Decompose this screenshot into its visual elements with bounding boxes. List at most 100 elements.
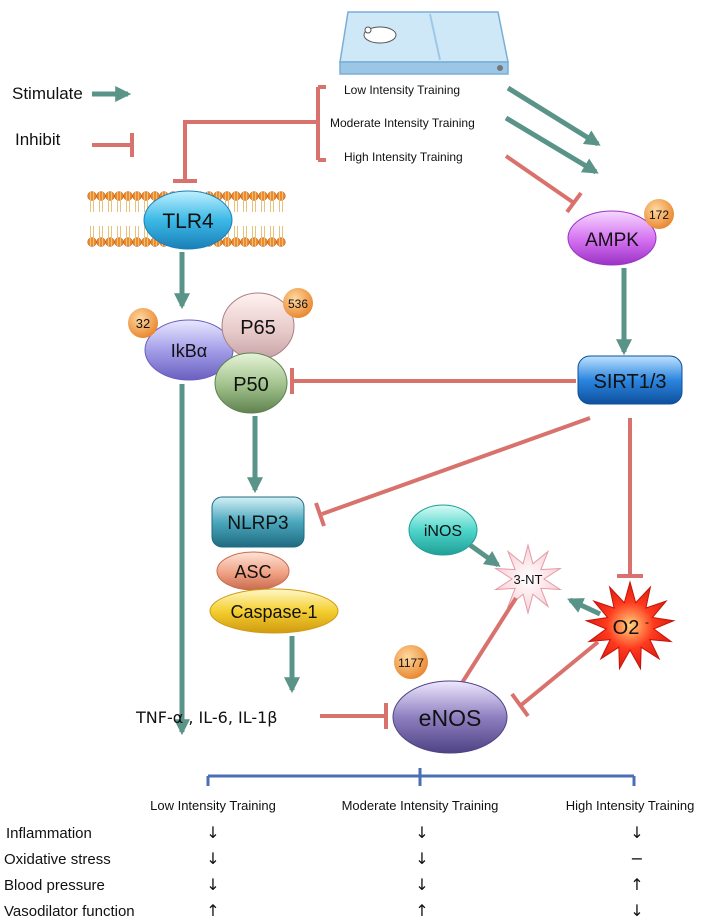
3nt-node: 3-NT: [493, 543, 563, 615]
nlrp3-label: NLRP3: [227, 513, 288, 534]
nlrp3-node: NLRP3: [211, 496, 305, 548]
lipid-head: [267, 237, 277, 247]
p50-label: P50: [233, 374, 269, 396]
o2-label: O2: [613, 617, 640, 639]
cell-oxidative-high: −: [630, 849, 643, 868]
p65-node: P65 536: [221, 288, 313, 360]
3nt-to-enos-inhibit: [458, 596, 518, 688]
p65-site-label: 536: [288, 297, 308, 311]
lipid-head: [231, 237, 241, 247]
training-low-label: Low Intensity Training: [344, 83, 460, 97]
tlr4-node: TLR4: [143, 190, 233, 250]
cell-inflammation-low: ↓: [206, 823, 219, 842]
o2-to-3nt-arrow: [567, 597, 602, 617]
lipid-head: [276, 191, 286, 201]
lipid-tail: [135, 226, 139, 246]
lipid-tail: [234, 192, 238, 212]
lipid-head: [258, 191, 268, 201]
lipid-tail: [279, 192, 283, 212]
asc-label: ASC: [234, 562, 271, 582]
lipid-head: [222, 237, 232, 247]
lipid-head: [123, 237, 133, 247]
outcome-bracket: [206, 768, 636, 786]
lipid-head: [258, 237, 268, 247]
lipid-tail: [126, 192, 130, 212]
lipid-head: [267, 191, 277, 201]
lipid-tail: [90, 192, 94, 212]
cell-bp-high: ↑: [630, 875, 643, 894]
lipid-head: [114, 237, 124, 247]
legend-inhibit-label: Inhibit: [15, 130, 61, 149]
tlr4-label: TLR4: [162, 210, 214, 233]
p65-site-badge: [283, 288, 313, 318]
sirt-node: SIRT1/3: [577, 355, 683, 405]
lipid-tail: [108, 192, 112, 212]
p65-label: P65: [240, 317, 276, 339]
caspase-label: Caspase-1: [230, 602, 317, 622]
lipid-tail: [135, 192, 139, 212]
lipid-tail: [99, 192, 103, 212]
lipid-head: [240, 237, 250, 247]
ampk-label: AMPK: [585, 230, 639, 251]
moderate-to-ampk-arrow: [504, 115, 599, 175]
lipid-tail: [108, 226, 112, 246]
lipid-tail: [270, 192, 274, 212]
row-label-inflammation: Inflammation: [6, 825, 92, 842]
lipid-head: [132, 191, 142, 201]
training-moderate-label: Moderate Intensity Training: [330, 116, 475, 130]
enos-site-badge: [394, 645, 428, 679]
3nt-label: 3-NT: [514, 572, 543, 587]
lipid-tail: [252, 226, 256, 246]
cell-bp-low: ↓: [206, 875, 219, 894]
cell-inflammation-moderate: ↓: [415, 823, 428, 842]
o2-to-enos-inhibit-bar: [510, 692, 530, 718]
row-label-oxidative: Oxidative stress: [4, 851, 111, 868]
lipid-tail: [243, 192, 247, 212]
cell-vaso-moderate: ↑: [415, 901, 428, 920]
col-header-moderate: Moderate Intensity Training: [342, 798, 499, 813]
lipid-head: [249, 237, 259, 247]
lipid-tail: [261, 226, 265, 246]
col-header-high: High Intensity Training: [566, 798, 695, 813]
sirt-to-nlrp3-inhibit: [321, 416, 591, 516]
lipid-head: [141, 191, 151, 201]
superoxide-node: O2 -: [584, 580, 676, 671]
lipid-head: [123, 191, 133, 201]
high-to-ampk-inhibit-bar: [565, 191, 583, 214]
ikba-site-label: 32: [136, 316, 150, 331]
ikba-label: IkBα: [171, 341, 207, 361]
lipid-head: [105, 191, 115, 201]
lipid-head: [231, 191, 241, 201]
row-label-blood-pressure: Blood pressure: [4, 877, 105, 894]
lipid-tail: [243, 226, 247, 246]
row-label-vasodilator: Vasodilator function: [4, 903, 135, 920]
lipid-tail: [252, 192, 256, 212]
lipid-tail: [234, 226, 238, 246]
lipid-head: [132, 237, 142, 247]
ikba-site-badge: [128, 308, 158, 338]
lipid-tail: [126, 226, 130, 246]
high-to-ampk-inhibit: [504, 154, 576, 205]
lipid-tail: [117, 226, 121, 246]
cell-vaso-low: ↑: [206, 901, 219, 920]
lipid-head: [96, 191, 106, 201]
cell-inflammation-high: ↓: [630, 823, 643, 842]
lipid-head: [114, 191, 124, 201]
o2-to-enos-inhibit: [518, 640, 600, 708]
cell-vaso-high: ↓: [630, 901, 643, 920]
outcome-table: Low Intensity Training Moderate Intensit…: [4, 798, 694, 920]
lipid-tail: [99, 226, 103, 246]
lipid-head: [222, 191, 232, 201]
lipid-tail: [270, 226, 274, 246]
treadmill-icon: [339, 11, 509, 75]
lipid-head: [87, 191, 97, 201]
cell-oxidative-low: ↓: [206, 849, 219, 868]
sirt-to-nlrp3-inhibit-bar: [314, 502, 326, 527]
lipid-tail: [117, 192, 121, 212]
enos-node: eNOS 1177: [392, 645, 508, 754]
ampk-site-badge: [644, 199, 674, 229]
lipid-tail: [279, 226, 283, 246]
inos-node: iNOS: [408, 504, 478, 556]
inos-to-3nt-arrow: [468, 542, 501, 568]
